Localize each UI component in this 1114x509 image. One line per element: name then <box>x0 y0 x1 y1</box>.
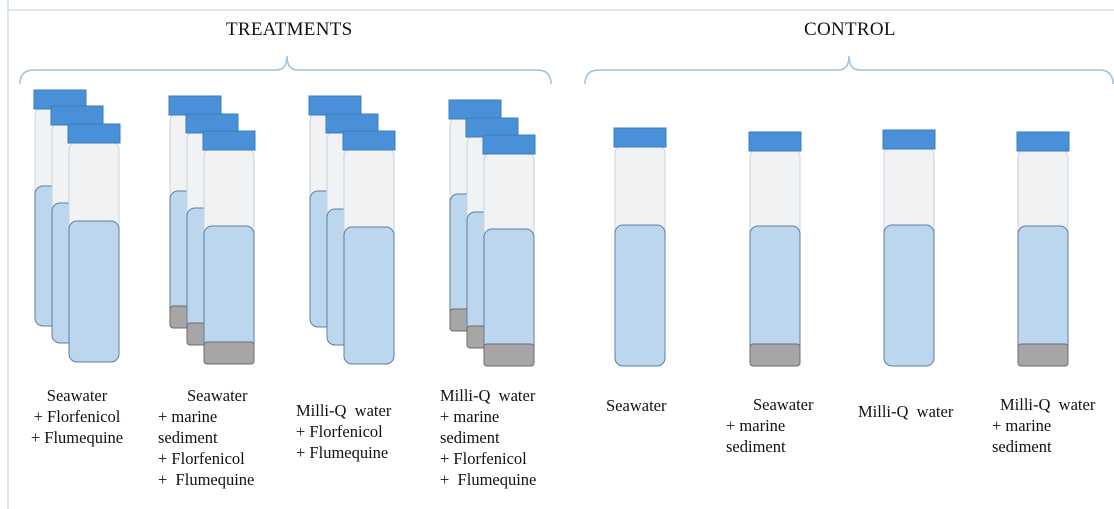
tube-cap <box>202 130 256 151</box>
control-label-3: Milli-Q water <box>858 402 954 421</box>
control-label-2: Seawater + marine sediment <box>726 395 814 456</box>
tube-sediment <box>1017 343 1069 367</box>
tube-cap <box>482 134 536 155</box>
treatment-3-tube-3 <box>342 130 396 365</box>
tube-sediment <box>483 343 535 367</box>
tube-cap <box>748 131 802 152</box>
control-heading: CONTROL <box>804 19 896 40</box>
treatment-label-3: Milli-Q water + Florfenicol + Flumequine <box>296 401 392 462</box>
treatment-1-tube-3 <box>67 123 121 363</box>
tube-liquid <box>883 224 935 367</box>
control-3-tube <box>882 129 936 367</box>
treatment-2-tube-3 <box>202 130 256 365</box>
tube-liquid <box>68 220 120 363</box>
tube-cap <box>882 129 936 150</box>
tube-cap <box>465 117 519 138</box>
treatments-heading: TREATMENTS <box>226 19 353 40</box>
tube-cap <box>342 130 396 151</box>
tube-sediment <box>203 341 255 365</box>
control-2-tube <box>748 131 802 367</box>
treatment-label-2: Seawater + marine sediment + Florfenicol… <box>158 386 255 489</box>
tube-liquid <box>614 224 666 367</box>
tube-sediment <box>749 343 801 367</box>
tube-liquid <box>343 226 395 365</box>
treatment-label-4: Milli-Q water + marine sediment + Florfe… <box>440 386 537 489</box>
control-label-1: Seawater <box>606 396 667 415</box>
tube-cap <box>67 123 121 144</box>
tube-cap <box>185 113 239 134</box>
tube-cap <box>308 95 362 116</box>
tube-cap <box>50 105 104 126</box>
treatments-bracket <box>19 55 552 85</box>
tube-cap <box>613 127 667 148</box>
tube-cap <box>168 95 222 116</box>
control-1-tube <box>613 127 667 367</box>
tube-cap <box>325 113 379 134</box>
treatment-label-1: Seawater + Florfenicol + Flumequine <box>30 386 124 447</box>
control-label-4: Milli-Q water + marine sediment <box>992 395 1096 456</box>
tube-cap <box>448 99 502 120</box>
control-bracket <box>584 55 1114 85</box>
treatment-4-tube-3 <box>482 134 536 367</box>
control-4-tube <box>1016 131 1070 367</box>
tube-cap <box>1016 131 1070 152</box>
